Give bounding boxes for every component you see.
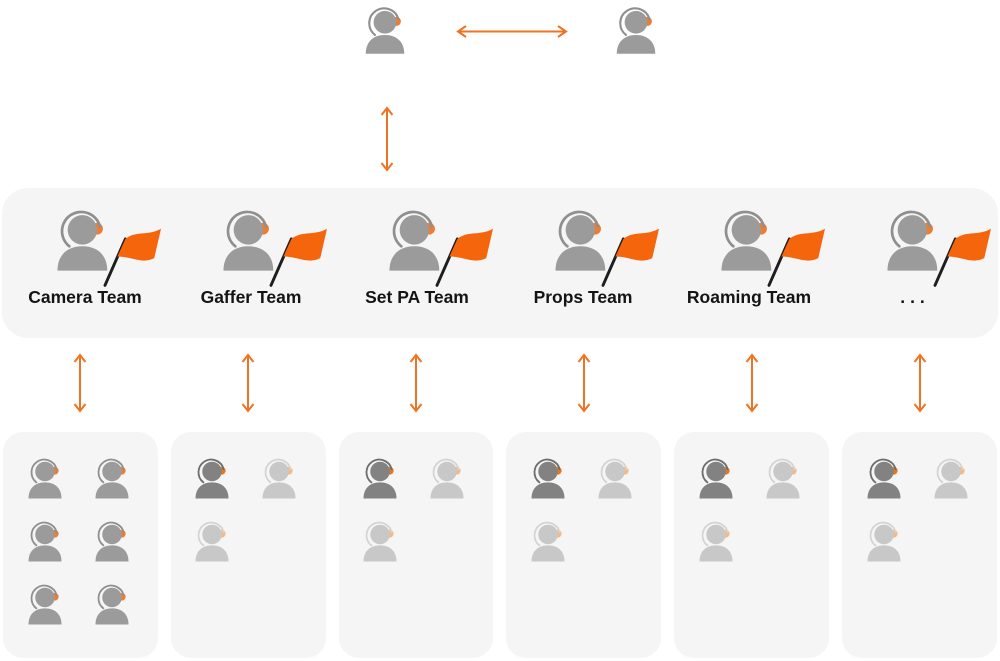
team-lead-column: Camera Team — [2, 188, 168, 338]
two-way-arrow-icon — [379, 105, 395, 178]
headset-person-icon — [581, 455, 648, 518]
headset-person-icon — [246, 455, 313, 518]
members-grid — [514, 455, 648, 581]
team-lead-column: Set PA Team — [334, 188, 500, 338]
members-grid — [682, 455, 816, 581]
two-way-arrow-icon — [842, 352, 997, 414]
team-leads-band: Camera Team Gaffer Team Set PA Team Prop… — [2, 188, 998, 338]
headset-person-icon — [414, 455, 481, 518]
team-lead-column: ... — [832, 188, 998, 338]
team-label: Camera Team — [28, 287, 142, 307]
team-members-card — [170, 432, 326, 658]
headset-flag-person-icon — [710, 205, 828, 291]
two-way-arrow-icon — [3, 352, 158, 414]
members-grid — [850, 455, 984, 581]
headset-person-icon — [608, 3, 664, 59]
headset-person-icon — [179, 455, 246, 518]
two-way-arrow-icon — [674, 352, 829, 414]
headset-person-icon — [11, 581, 78, 644]
headset-person-icon — [347, 518, 414, 581]
team-label: Props Team — [533, 287, 633, 307]
team-label: Roaming Team — [686, 287, 812, 307]
team-members-card — [3, 432, 158, 658]
team-lead-column: Props Team — [500, 188, 666, 338]
headset-person-icon — [357, 3, 413, 59]
team-members-card — [674, 432, 830, 658]
team-label: ... — [900, 287, 930, 307]
headset-flag-person-icon — [378, 205, 496, 291]
team-member-cards — [3, 432, 997, 658]
headset-person-icon — [850, 455, 917, 518]
team-lead-column: Roaming Team — [666, 188, 832, 338]
headset-person-icon — [749, 455, 816, 518]
headset-person-icon — [514, 518, 581, 581]
headset-person-icon — [179, 518, 246, 581]
headset-person-icon — [850, 518, 917, 581]
headset-flag-person-icon — [544, 205, 662, 291]
team-label: Set PA Team — [365, 287, 469, 307]
members-grid — [11, 455, 145, 644]
headset-person-icon — [78, 455, 145, 518]
headset-person-icon — [347, 455, 414, 518]
headset-flag-person-icon — [46, 205, 164, 291]
headset-person-icon — [11, 518, 78, 581]
headset-person-icon — [917, 455, 984, 518]
headset-person-icon — [78, 581, 145, 644]
headset-flag-person-icon — [876, 205, 994, 291]
team-members-card — [338, 432, 494, 658]
team-lead-column: Gaffer Team — [168, 188, 334, 338]
lead-to-team-links — [3, 352, 997, 414]
headset-person-icon — [682, 518, 749, 581]
two-way-arrow-icon — [455, 23, 569, 45]
team-members-card — [842, 432, 997, 658]
headset-person-icon — [11, 455, 78, 518]
top-level-pair — [0, 0, 1000, 188]
members-grid — [347, 455, 481, 581]
team-members-card — [506, 432, 662, 658]
two-way-arrow-icon — [339, 352, 494, 414]
headset-person-icon — [78, 518, 145, 581]
team-label: Gaffer Team — [200, 287, 302, 307]
headset-person-icon — [682, 455, 749, 518]
two-way-arrow-icon — [171, 352, 326, 414]
two-way-arrow-icon — [506, 352, 661, 414]
members-grid — [179, 455, 313, 581]
headset-person-icon — [514, 455, 581, 518]
headset-flag-person-icon — [212, 205, 330, 291]
